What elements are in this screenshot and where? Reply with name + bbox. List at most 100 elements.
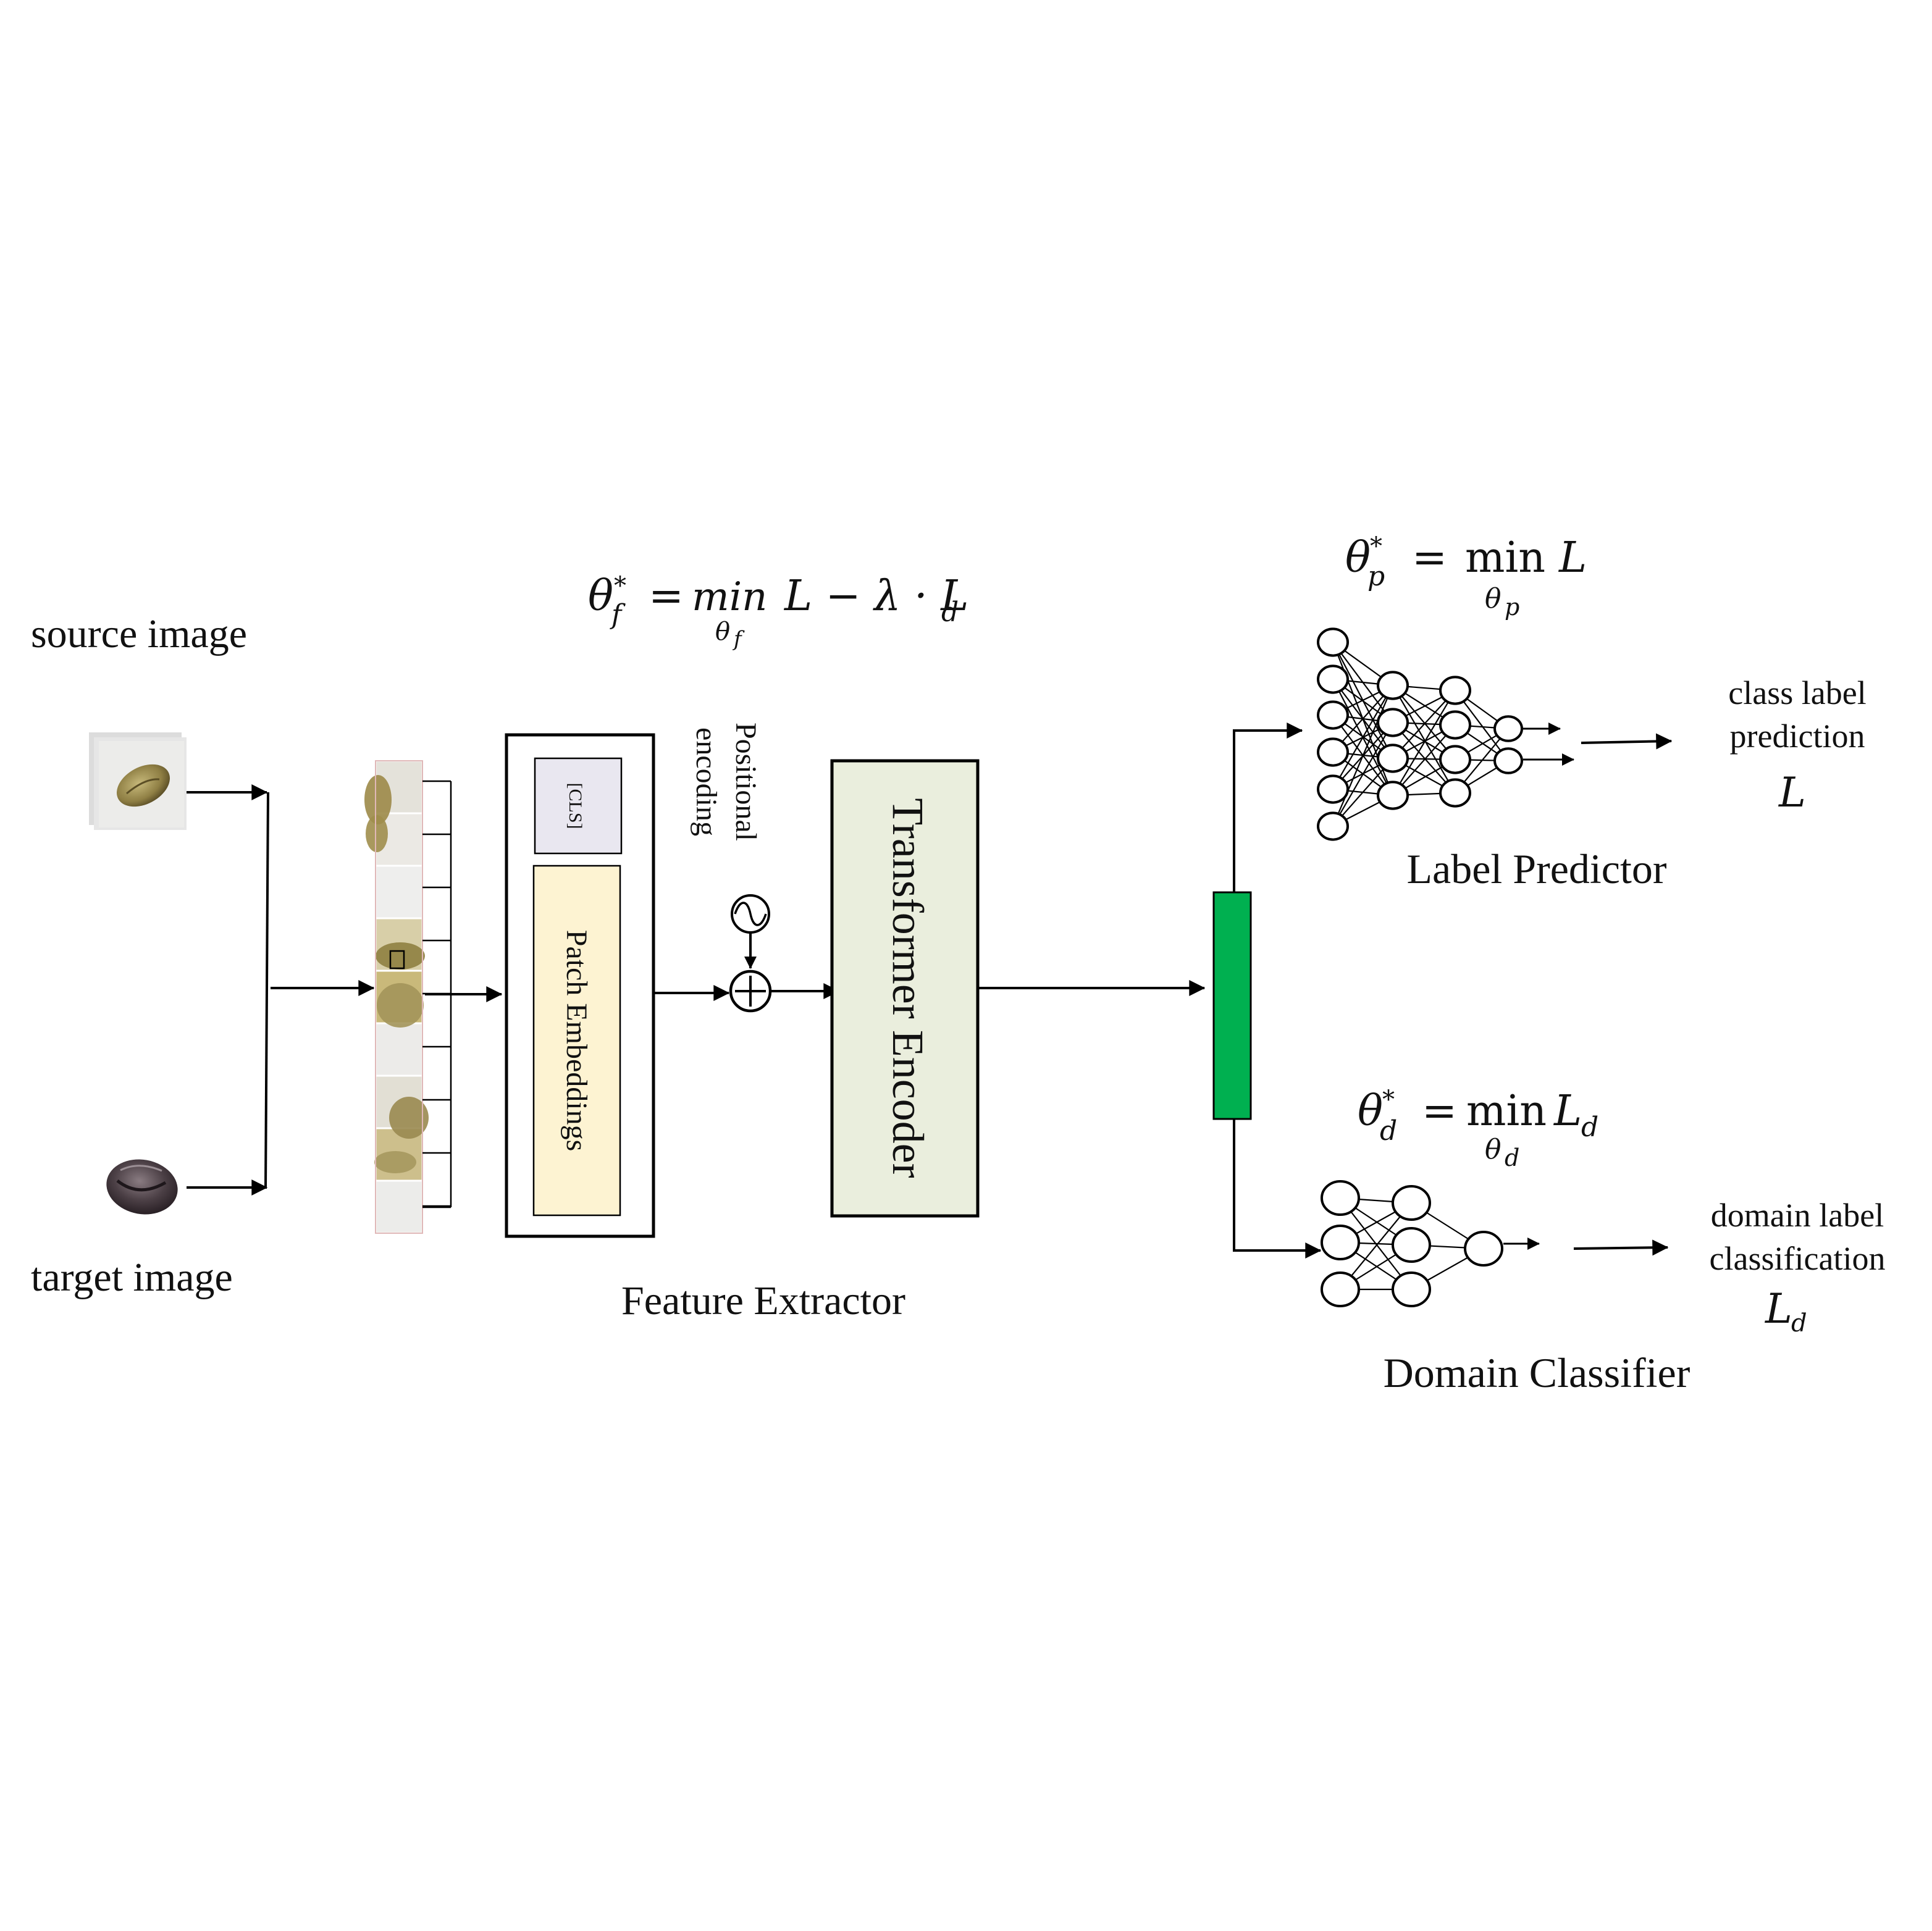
network-neuron — [1392, 1271, 1431, 1307]
svg-text:θ: θ — [1345, 534, 1371, 582]
patch-bean-fragment — [364, 775, 392, 824]
network-neuron — [1377, 781, 1409, 810]
domain-output-symbol: L — [1765, 1285, 1792, 1333]
label-predictor-label: Label Predictor — [1406, 845, 1666, 892]
network-neuron — [1439, 778, 1471, 808]
network-edge — [1340, 1202, 1412, 1290]
svg-text:min: min — [1465, 534, 1545, 582]
svg-text:f: f — [732, 627, 745, 651]
source-bean-image — [117, 764, 170, 807]
network-edge — [1392, 690, 1456, 759]
network-neuron — [1317, 700, 1349, 730]
class-output-label-line2: prediction — [1730, 718, 1865, 755]
svg-text:d: d — [1505, 1144, 1519, 1171]
network-neuron — [1317, 664, 1349, 694]
patch-bean-fragment — [376, 942, 425, 970]
svg-text:p: p — [1367, 561, 1385, 592]
patch-bean-fragment — [389, 1097, 429, 1139]
network-neuron — [1317, 627, 1349, 657]
image-patch-strip — [364, 760, 429, 1234]
network-edge — [1392, 685, 1456, 794]
image-patch — [374, 1022, 424, 1077]
image-patch — [374, 865, 424, 919]
network-edge — [1332, 685, 1394, 827]
network-neuron — [1439, 710, 1471, 740]
patch-bean-fragment — [374, 1151, 416, 1173]
svg-text:L: L — [1553, 1087, 1582, 1136]
domain-classifier-output-arrow — [1573, 1239, 1669, 1256]
domain-output-label-line2: classification — [1710, 1240, 1886, 1277]
network-neuron — [1321, 1271, 1360, 1307]
domain-classifier-equation: θ * d = min θ d L d — [1358, 1086, 1598, 1171]
merge-line — [264, 792, 269, 1188]
svg-text:f: f — [610, 599, 626, 630]
feature-extractor-label: Feature Extractor — [621, 1278, 905, 1323]
svg-text:L: L — [1558, 534, 1587, 582]
patch-strip-border — [375, 760, 423, 1234]
label-predictor-output-arrow — [1581, 733, 1673, 750]
svg-text:*: * — [614, 572, 626, 600]
domain-output-label-line1: domain label — [1711, 1197, 1884, 1234]
cls-token-label: [CLS] — [565, 783, 586, 829]
network-neuron — [1392, 1185, 1431, 1221]
patch-embeddings-label: Patch Embeddings — [560, 930, 593, 1152]
network-neuron — [1439, 745, 1471, 774]
network-neuron — [1493, 747, 1523, 774]
network-edge — [1332, 722, 1393, 827]
network-neuron — [1439, 676, 1471, 705]
network-edge — [1332, 685, 1393, 790]
transformer-encoder-label: Transformer Encoder — [883, 798, 933, 1178]
sine-wave-icon — [731, 894, 770, 934]
patch-embeddings-box — [532, 865, 621, 1217]
network-edge — [1392, 685, 1456, 760]
network-neuron — [1317, 737, 1349, 767]
network-neuron — [1317, 774, 1349, 804]
network-neuron — [1321, 1180, 1360, 1216]
label-predictor-equation: θ * p = min θ p L — [1345, 532, 1587, 621]
branch-to-domain-classifier — [1233, 1119, 1322, 1259]
positional-encoding-label-line1: Positional — [729, 723, 762, 841]
svg-text:θ: θ — [715, 618, 730, 646]
feature-extractor-equation: θ * f = min θ f L − λ · L d — [588, 572, 968, 651]
svg-text:=: = — [1422, 1087, 1457, 1136]
target-image — [106, 1159, 178, 1215]
svg-text:L − λ · L: L − λ · L — [783, 572, 968, 621]
class-output-label-line1: class label — [1728, 674, 1866, 711]
svg-text:=: = — [649, 572, 684, 621]
svg-text:θ: θ — [588, 572, 613, 621]
network-neuron — [1377, 743, 1409, 773]
network-edge — [1392, 690, 1456, 796]
network-neuron — [1493, 715, 1523, 742]
svg-text:=: = — [1412, 534, 1447, 582]
network-neuron — [1392, 1227, 1431, 1263]
svg-text:d: d — [941, 597, 959, 628]
patch-marker — [389, 950, 405, 970]
label-predictor-network — [1317, 627, 1574, 841]
domain-output-symbol-subscript: d — [1791, 1309, 1807, 1338]
svg-text:θ: θ — [1358, 1087, 1383, 1136]
network-neuron — [1317, 811, 1349, 841]
target-bean-image — [106, 1159, 178, 1215]
patch-bean-fragment — [377, 983, 424, 1028]
circle-plus-icon — [729, 970, 772, 1013]
branch-to-label-predictor — [1233, 723, 1303, 892]
network-neuron — [1377, 708, 1409, 737]
source-image-label: source image — [31, 611, 247, 656]
svg-text:min: min — [1466, 1087, 1547, 1136]
network-neuron — [1464, 1231, 1503, 1267]
network-neuron — [1377, 671, 1409, 700]
network-edge — [1392, 722, 1456, 794]
patch-bean-fragment — [366, 815, 388, 852]
target-image-label: target image — [31, 1255, 233, 1300]
svg-text:p: p — [1505, 593, 1519, 621]
image-patch — [374, 1179, 424, 1234]
svg-text:d: d — [1581, 1112, 1598, 1143]
svg-text:min: min — [692, 574, 767, 620]
domain-classifier-label: Domain Classifier — [1384, 1349, 1690, 1396]
source-image-stack — [89, 732, 187, 830]
transformer-encoder-box — [830, 759, 980, 1218]
svg-text:*: * — [1382, 1086, 1395, 1114]
feature-vector-bar — [1212, 891, 1252, 1120]
svg-text:θ: θ — [1485, 1134, 1502, 1165]
